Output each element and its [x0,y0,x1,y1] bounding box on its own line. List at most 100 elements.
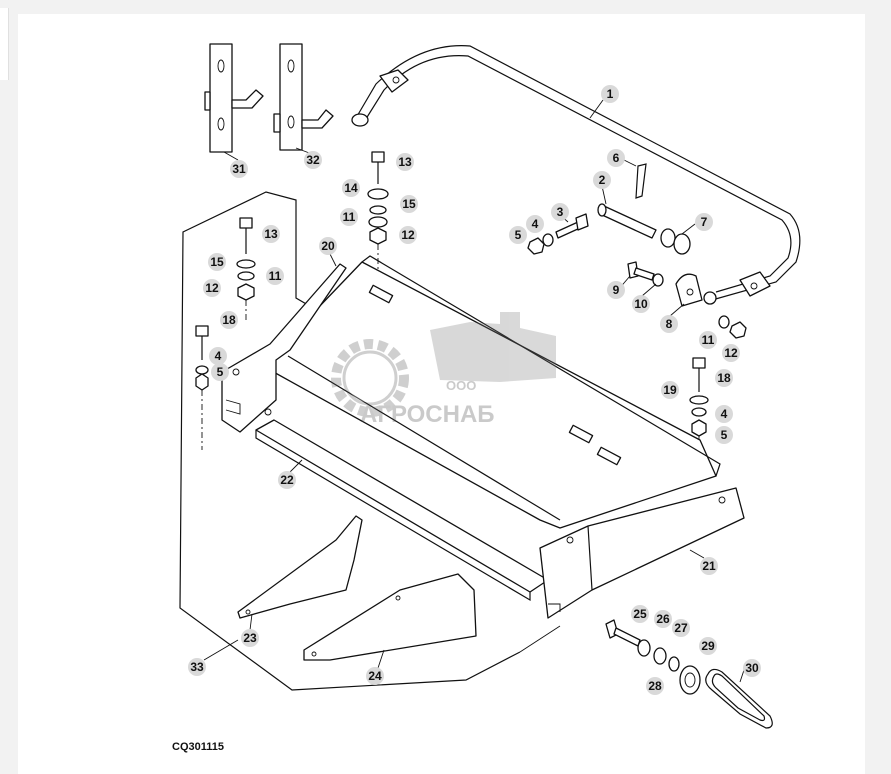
callout-25: 25 [631,605,649,623]
svg-text:11: 11 [702,333,715,347]
svg-text:33: 33 [190,660,204,674]
callout-3: 3 [551,203,569,221]
svg-text:1: 1 [607,87,614,101]
assembly-outline [179,191,521,691]
v-belt-30 [705,668,773,729]
svg-text:15: 15 [402,197,416,211]
callout-7: 7 [695,213,713,231]
gear-logo-icon [331,339,409,417]
svg-text:23: 23 [243,631,257,645]
guard-23 [237,515,363,619]
svg-text:11: 11 [269,269,282,283]
callout-12: 12 [399,226,417,244]
callout-24: 24 [366,667,384,685]
callout-10: 10 [632,295,650,313]
callout-12: 12 [203,279,221,297]
callout-33: 33 [188,658,206,676]
svg-text:12: 12 [724,346,738,360]
callout-15: 15 [208,253,226,271]
callout-5: 5 [211,363,229,381]
pin-assembly [597,163,691,255]
side-bracket-20 [221,263,347,433]
svg-text:28: 28 [648,679,662,693]
callout-8: 8 [660,315,678,333]
bolt-3-set [527,213,589,255]
callout-27: 27 [672,619,690,637]
frame-rail-21 [539,487,745,619]
callout-31: 31 [230,160,248,178]
callout-23: 23 [241,629,259,647]
callout-1: 1 [601,85,619,103]
svg-text:27: 27 [674,621,688,635]
svg-text:4: 4 [215,349,222,363]
bracket-32 [273,43,334,151]
callout-22: 22 [278,471,296,489]
callout-9: 9 [607,281,625,299]
svg-text:19: 19 [663,383,677,397]
svg-text:14: 14 [344,181,358,195]
callout-21: 21 [700,557,718,575]
svg-text:11: 11 [343,210,356,224]
watermark-brand: АГРОСНАБ [360,401,495,428]
callout-11: 11 [699,331,717,349]
callout-20: 20 [319,237,337,255]
svg-text:31: 31 [232,162,246,176]
svg-text:7: 7 [701,215,708,229]
svg-text:25: 25 [633,607,647,621]
svg-text:6: 6 [613,151,620,165]
svg-text:18: 18 [717,371,731,385]
svg-text:3: 3 [557,205,564,219]
callout-11: 11 [266,267,284,285]
callout-11: 11 [340,208,358,226]
svg-text:32: 32 [306,153,320,167]
callout-2: 2 [593,171,611,189]
callout-6: 6 [607,149,625,167]
svg-text:5: 5 [721,428,728,442]
bolt-18-left [195,325,209,450]
svg-text:18: 18 [222,313,236,327]
callout-32: 32 [304,151,322,169]
svg-text:30: 30 [745,661,759,675]
watermark-prefix: ООО [446,378,476,393]
svg-text:4: 4 [721,407,728,421]
svg-text:13: 13 [264,227,278,241]
svg-text:13: 13 [398,155,412,169]
svg-text:5: 5 [217,365,224,379]
callout-labels: 1 2 3 4 5 6 7 8 9 10 11 12 13 14 15 11 1… [188,85,761,695]
bolt-stack-left [236,217,256,322]
svg-text:26: 26 [656,612,670,626]
pulley-stack [605,619,701,695]
svg-text:10: 10 [634,297,648,311]
callout-12: 12 [722,344,740,362]
drawing-code: CQ301115 [172,741,224,753]
callout-28: 28 [646,677,664,695]
svg-text:2: 2 [599,173,606,187]
handle-bar [351,45,801,305]
callout-19: 19 [661,381,679,399]
svg-text:12: 12 [401,228,415,242]
agrosnab-watermark: ООО АГРОСНАБ [331,312,556,428]
svg-text:29: 29 [701,639,715,653]
tractor-silhouette-icon [430,312,556,382]
callout-4: 4 [209,347,227,365]
left-panel-edge [0,8,9,80]
clamp-set [627,261,747,339]
svg-text:5: 5 [515,228,522,242]
callout-29: 29 [699,637,717,655]
callout-4: 4 [526,215,544,233]
bracket-31 [204,43,264,153]
callout-13: 13 [262,225,280,243]
svg-text:15: 15 [210,255,224,269]
svg-text:21: 21 [702,559,716,573]
callout-26: 26 [654,610,672,628]
callout-4: 4 [715,405,733,423]
guard-24 [303,573,477,661]
callout-14: 14 [342,179,360,197]
svg-text:20: 20 [321,239,335,253]
svg-text:12: 12 [205,281,219,295]
callout-5: 5 [715,426,733,444]
callout-13: 13 [396,153,414,171]
svg-text:24: 24 [368,669,382,683]
svg-text:8: 8 [666,317,673,331]
callout-15: 15 [400,195,418,213]
